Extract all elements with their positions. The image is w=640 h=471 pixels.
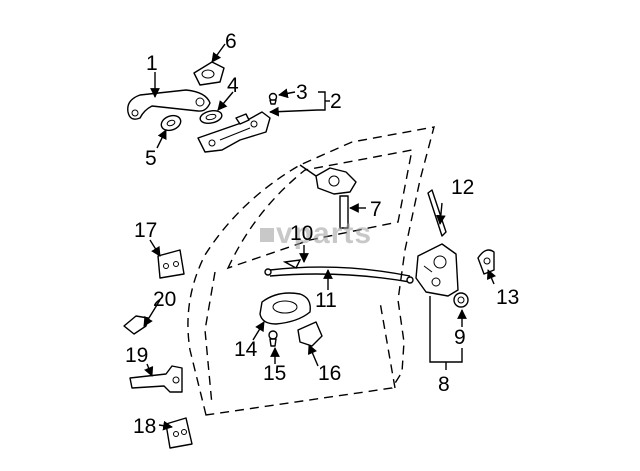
handle-frame-part	[197, 111, 271, 153]
handle-cover-part	[193, 61, 225, 86]
callout-4: 4	[227, 74, 239, 97]
outside-handle-part	[127, 89, 211, 120]
callout-15: 15	[263, 362, 286, 385]
lower-hinge-part	[165, 417, 193, 449]
door-lock-assembly-part	[415, 243, 459, 297]
callout-11: 11	[315, 289, 337, 312]
callout-labels: 1 2 3 4 5 6 7 8 9 10 11 12 13 14 15 16 1…	[125, 30, 519, 438]
callout-14: 14	[234, 338, 258, 361]
callout-9: 9	[454, 326, 466, 349]
callout-6: 6	[225, 30, 237, 53]
leader-lines	[143, 43, 496, 431]
callout-10: 10	[290, 222, 313, 245]
callout-12: 12	[451, 176, 474, 199]
watermark: vparts	[260, 217, 372, 250]
callout-7: 7	[370, 198, 382, 221]
upper-hinge-part	[157, 249, 185, 279]
door-check-part	[129, 365, 183, 393]
screw-part	[268, 92, 278, 105]
bushing-part	[453, 292, 469, 308]
callout-17: 17	[134, 219, 157, 242]
callout-20: 20	[153, 288, 176, 311]
inside-handle-screw-part	[268, 330, 278, 347]
lock-cylinder-part	[299, 164, 357, 229]
clip-part	[477, 249, 495, 275]
control-rod-part	[427, 189, 447, 237]
callout-13: 13	[496, 286, 519, 309]
bezel-part	[297, 321, 323, 347]
watermark-text: vparts	[276, 217, 372, 250]
inside-handle-part	[259, 292, 311, 325]
callout-18: 18	[133, 415, 156, 438]
callout-5: 5	[145, 147, 157, 170]
callout-3: 3	[296, 81, 308, 104]
callout-2: 2	[330, 90, 342, 113]
callout-19: 19	[125, 344, 148, 367]
door-outline	[187, 126, 435, 416]
callout-16: 16	[318, 362, 341, 385]
callout-8: 8	[438, 373, 450, 396]
callout-1: 1	[146, 52, 158, 75]
pad-part	[160, 114, 182, 132]
cable-assembly-part	[264, 259, 414, 284]
gasket-part	[199, 110, 223, 124]
